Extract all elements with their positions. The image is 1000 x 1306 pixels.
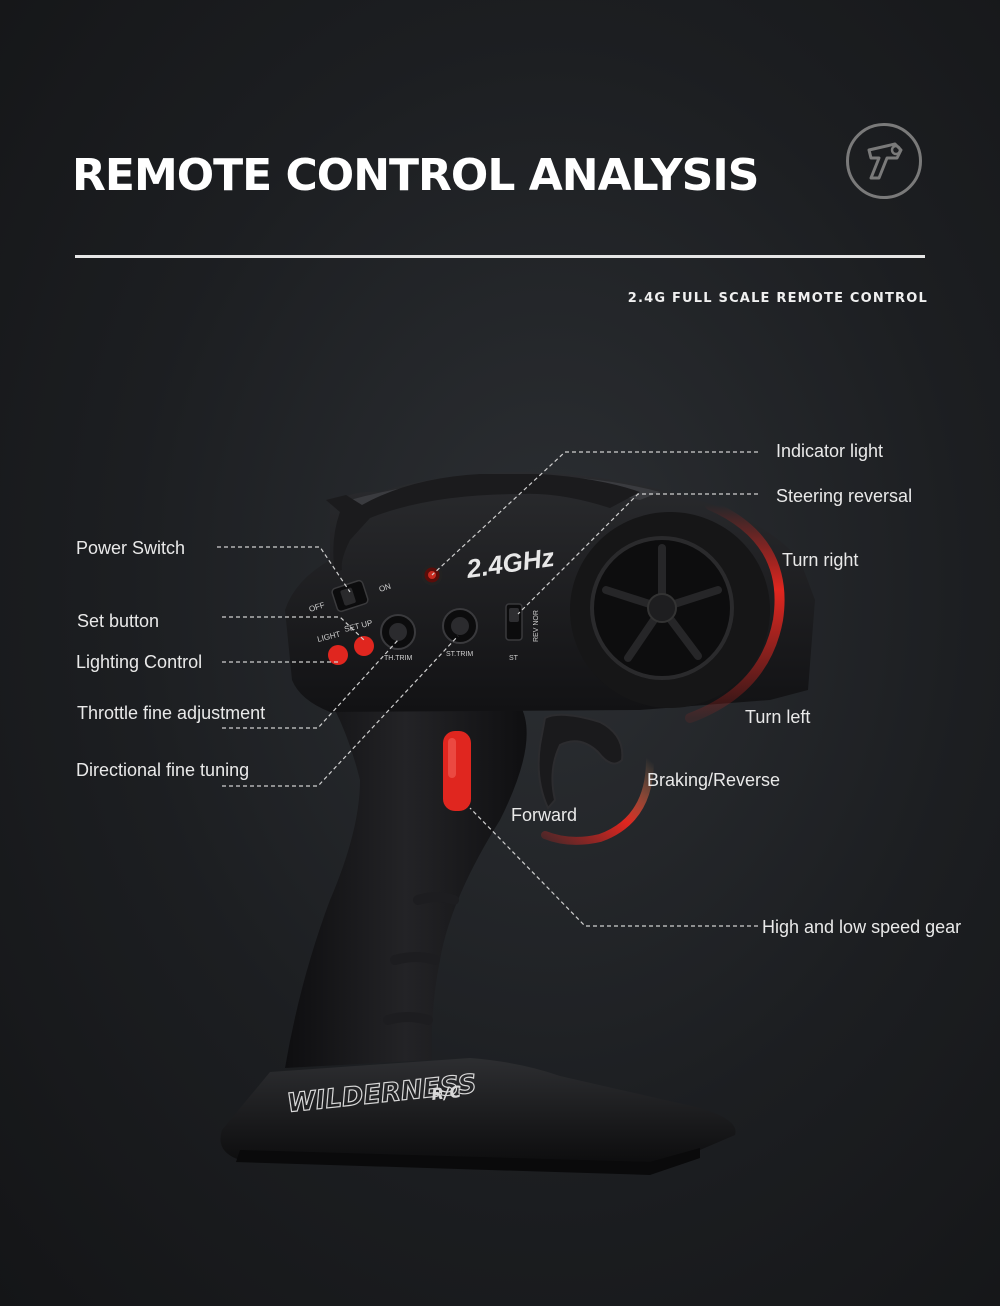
title-divider	[75, 255, 925, 258]
switch-on-label: ON	[378, 582, 392, 594]
st-trim-label: ST.TRIM	[446, 651, 473, 658]
callout-turn-right: Turn right	[782, 550, 859, 570]
line-steering-reversal	[517, 493, 758, 615]
rev-nor-label: REV NOR	[533, 610, 540, 642]
callout-forward: Forward	[511, 805, 578, 825]
callout-speed-gear: High and low speed gear	[762, 917, 962, 937]
brand-logo	[846, 123, 922, 199]
callout-lighting-control: Lighting Control	[76, 652, 203, 672]
callout-indicator-light: Indicator light	[776, 441, 884, 461]
steering-trim-knob	[451, 617, 469, 635]
callout-power-switch: Power Switch	[76, 538, 186, 558]
th-trim-label: TH.TRIM	[384, 655, 413, 662]
page-subtitle: 2.4G FULL SCALE REMOTE CONTROL	[627, 291, 928, 306]
line-speed-gear	[469, 807, 758, 927]
turn-arc	[685, 500, 785, 723]
callout-directional-fine: Directional fine tuning	[76, 760, 250, 780]
setup-button	[354, 636, 374, 656]
trigger-remote-icon	[867, 142, 903, 180]
callout-set-button: Set button	[77, 611, 160, 631]
line-throttle-fine	[222, 639, 399, 729]
remote-grip	[285, 705, 527, 1068]
page-title: REMOTE CONTROL ANALYSIS	[72, 150, 759, 201]
light-button	[328, 645, 348, 665]
callout-turn-left: Turn left	[745, 707, 811, 727]
line-directional-fine	[222, 635, 459, 787]
st-label: ST	[509, 655, 519, 662]
callout-lines	[217, 451, 758, 927]
steering-wheel	[570, 512, 770, 708]
callout-braking-reverse: Braking/Reverse	[647, 770, 781, 790]
callout-throttle-fine: Throttle fine adjustment	[77, 703, 266, 723]
speed-gear-button	[443, 731, 471, 811]
throttle-arc	[541, 756, 654, 845]
throttle-trim-knob	[389, 623, 407, 641]
throttle-trigger	[537, 713, 624, 810]
brand-suffix: R/C	[430, 1082, 462, 1104]
line-set-button	[222, 616, 365, 641]
line-indicator-light	[431, 451, 758, 576]
callout-steering-reversal: Steering reversal	[776, 486, 913, 506]
remote-base	[220, 1058, 736, 1175]
